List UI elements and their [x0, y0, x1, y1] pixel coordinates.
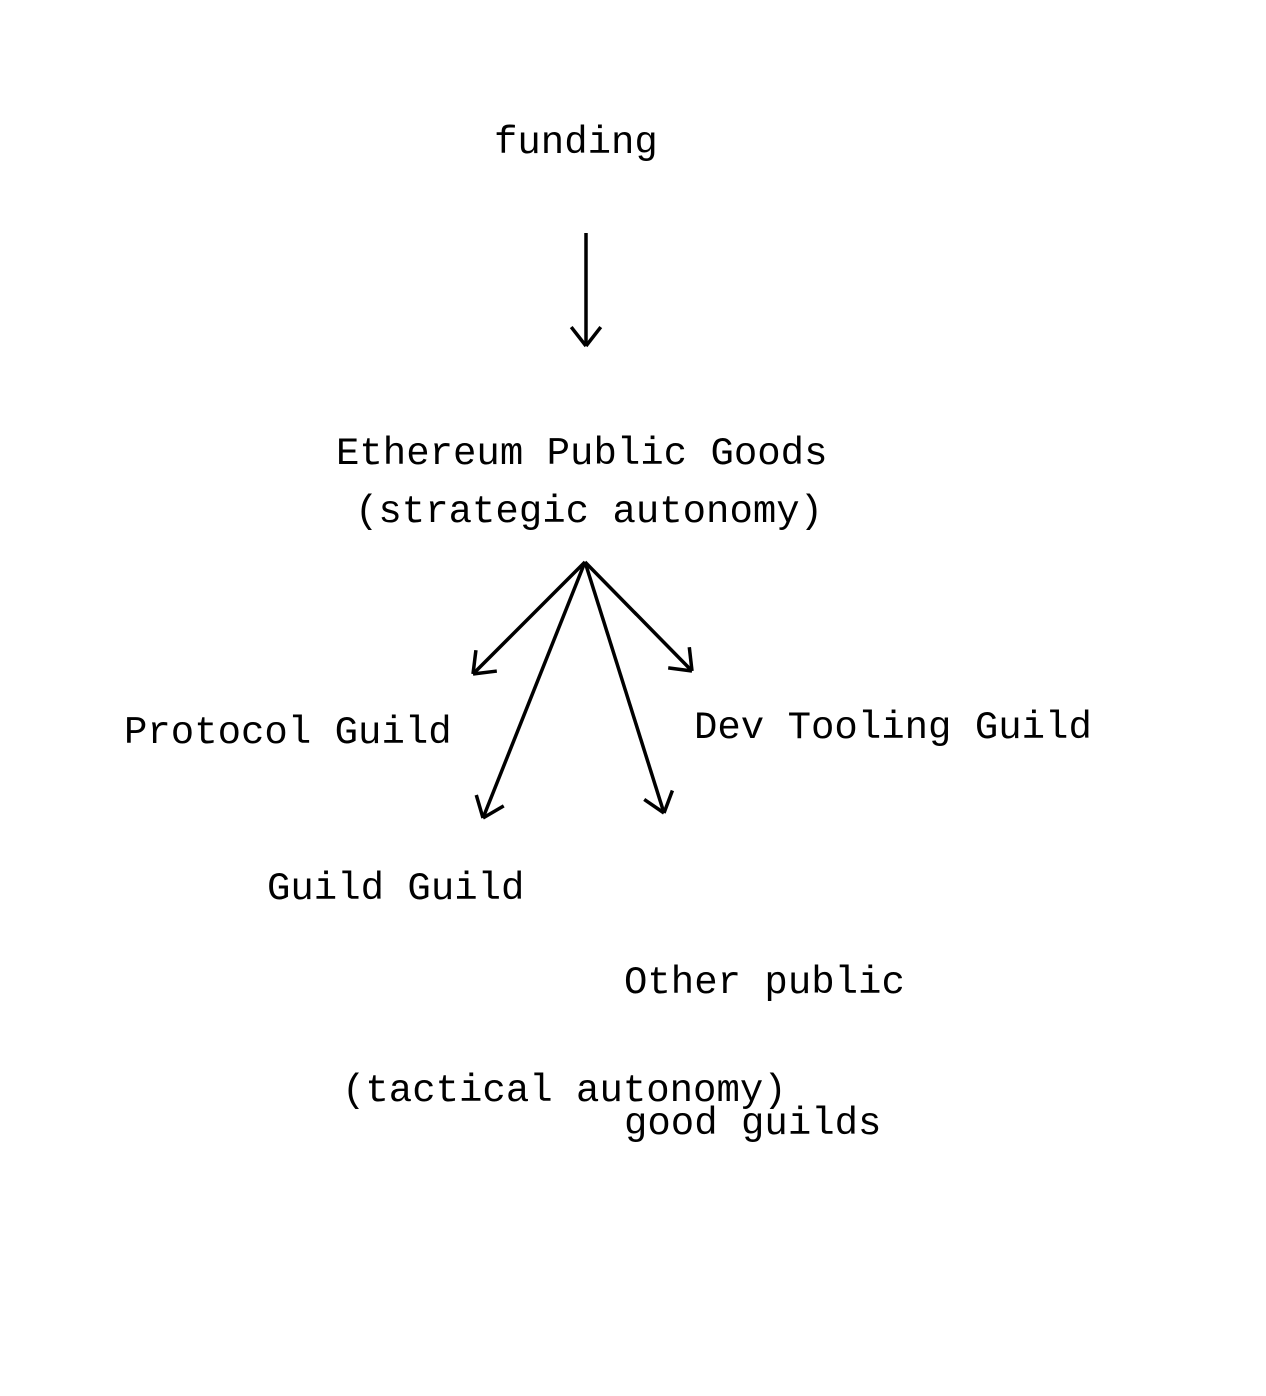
node-ethereum-public-goods-title: Ethereum Public Goods	[336, 432, 828, 476]
arrow-hub-to-guild-guild	[474, 561, 587, 820]
arrow-hub-to-protocol-guild	[471, 560, 587, 676]
node-other-public-good-guilds: Other public good guilds	[624, 866, 905, 1242]
arrow-funding-to-hub	[569, 233, 603, 348]
arrow-hub-to-other-guilds	[583, 561, 675, 815]
node-other-public-good-guilds-line2: good guilds	[624, 1102, 882, 1146]
note-tactical-autonomy: (tactical autonomy)	[342, 1069, 787, 1113]
node-funding: funding	[494, 121, 658, 165]
node-ethereum-public-goods-subtitle: (strategic autonomy)	[355, 490, 824, 534]
node-protocol-guild: Protocol Guild	[124, 711, 452, 755]
node-dev-tooling-guild: Dev Tooling Guild	[694, 706, 1092, 750]
arrow-hub-to-dev-tooling-guild	[583, 560, 694, 673]
node-guild-guild: Guild Guild	[267, 867, 525, 911]
node-other-public-good-guilds-line1: Other public	[624, 961, 905, 1005]
